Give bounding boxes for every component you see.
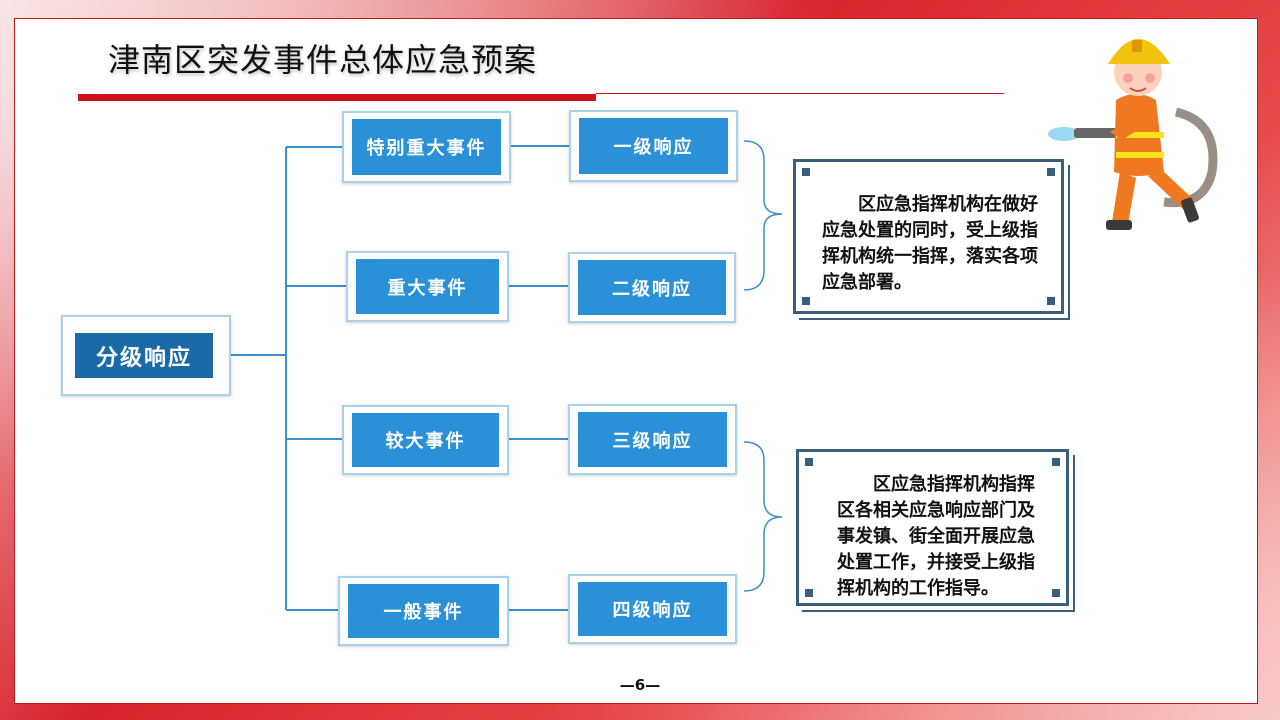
corner-marker	[1052, 589, 1060, 597]
event-node: 特别重大事件	[342, 111, 511, 183]
response-node: 二级响应	[568, 252, 736, 323]
corner-marker	[805, 458, 813, 466]
response-label: 一级响应	[579, 118, 728, 174]
corner-marker	[805, 589, 813, 597]
page-title: 津南区突发事件总体应急预案	[108, 41, 538, 79]
response-node: 四级响应	[568, 574, 737, 644]
corner-marker	[1052, 458, 1060, 466]
response-label: 二级响应	[578, 260, 726, 315]
event-node: 重大事件	[346, 251, 509, 322]
event-label: 一般事件	[348, 584, 499, 638]
root-label: 分级响应	[75, 333, 213, 378]
firefighter-with-hose-icon	[1048, 39, 1218, 230]
title-underline	[78, 94, 596, 101]
corner-marker	[802, 168, 810, 176]
corner-marker	[1047, 168, 1055, 176]
event-node: 较大事件	[342, 405, 509, 475]
note-text: 区应急指挥机构指挥区各相关应急响应部门及事发镇、街全面开展应急处置工作，并接受上…	[837, 474, 1035, 599]
event-label: 特别重大事件	[352, 119, 501, 175]
brace-top	[743, 140, 783, 291]
root-node: 分级响应	[61, 315, 231, 396]
response-label: 四级响应	[578, 582, 727, 636]
title-underline-thin	[596, 93, 1004, 94]
response-note-box: 区应急指挥机构指挥区各相关应急响应部门及事发镇、街全面开展应急处置工作，并接受上…	[796, 449, 1069, 606]
note-text: 区应急指挥机构在做好应急处置的同时，受上级指挥机构统一指挥，落实各项应急部署。	[822, 194, 1038, 293]
page-number: —6—	[619, 676, 661, 694]
brace-bottom	[743, 441, 783, 592]
corner-marker	[1047, 297, 1055, 305]
response-label: 三级响应	[578, 412, 727, 467]
event-label: 重大事件	[356, 259, 499, 314]
event-node: 一般事件	[338, 576, 509, 646]
response-node: 三级响应	[568, 404, 737, 475]
corner-marker	[802, 297, 810, 305]
event-label: 较大事件	[352, 413, 499, 467]
response-node: 一级响应	[569, 110, 738, 182]
response-note-box: 区应急指挥机构在做好应急处置的同时，受上级指挥机构统一指挥，落实各项应急部署。	[793, 159, 1064, 314]
